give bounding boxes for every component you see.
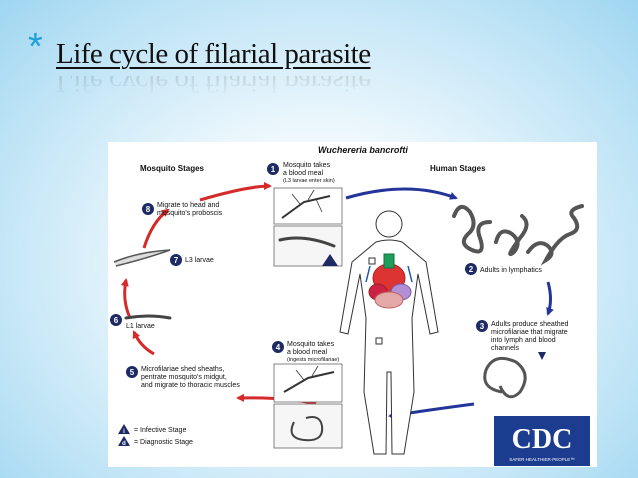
arrow-6-to-7 (120, 278, 132, 319)
l1-larva-illustration (124, 314, 172, 320)
step-5-line-3: and migrate to thoracic muscles (141, 382, 240, 389)
step-6: 6 L1 larvae (110, 314, 172, 330)
step-5: 5 Microfilariae shed sheaths, pentrate m… (126, 366, 240, 389)
step-3-number: 3 (480, 322, 485, 331)
step-8: 8 Migrate to head and mosquito's probosc… (142, 202, 223, 217)
step-2-number: 2 (469, 265, 474, 274)
larva-inset-image-top (273, 225, 343, 267)
step-3-line-1: Adults produce sheathed (491, 321, 569, 328)
step-3-line-3: into lymph and blood (491, 337, 556, 344)
step-7-number: 7 (174, 256, 179, 265)
microfilaria-inset-image-bottom (273, 403, 343, 449)
arrow-2-to-3 (546, 281, 554, 316)
human-stages-heading: Human Stages (430, 164, 486, 173)
slide-title-reflection: Life cycle of filarial parasite (56, 76, 371, 98)
step-8-number: 8 (146, 205, 151, 214)
step-5-line-2: pentrate mosquito's midgut, (141, 374, 227, 381)
l3-larva-illustration (113, 249, 171, 267)
step-5-number: 5 (130, 368, 135, 377)
step-3-line-4: channels (491, 345, 520, 352)
step-2: 2 Adults in lymphatics (465, 263, 542, 275)
microfilaria-illustration (483, 352, 546, 399)
step-1-number: 1 (271, 165, 276, 174)
cdc-logo: CDC SAFER·HEALTHIER·PEOPLE™ (494, 416, 590, 466)
legend: i = Infective Stage d = Diagnostic Stage (118, 424, 193, 447)
diagram-title: Wuchereria bancrofti (318, 145, 408, 155)
arrow-5-to-6 (132, 330, 155, 356)
diagnostic-stage-icon (538, 352, 546, 360)
legend-diagnostic-label: = Diagnostic Stage (134, 439, 193, 446)
human-body-illustration (339, 210, 439, 455)
step-8-line-2: mosquito's proboscis (157, 210, 223, 217)
step-1-line-3: (L3 larvae enter skin) (283, 178, 335, 184)
legend-infective-symbol: i (123, 429, 125, 435)
step-3-line-2: microfilariae that migrate (491, 329, 568, 336)
step-1: 1 Mosquito takes a blood meal (L3 larvae… (267, 162, 335, 184)
step-5-line-1: Microfilariae shed sheaths, (141, 366, 224, 373)
cdc-logo-tagline: SAFER·HEALTHIER·PEOPLE™ (509, 457, 574, 462)
mosquito-stages-heading: Mosquito Stages (140, 164, 205, 173)
step-7-line-1: L3 larvae (185, 257, 214, 264)
step-1-marker (267, 163, 279, 175)
adult-worms-illustration (452, 204, 584, 266)
arrow-8-to-1 (199, 182, 272, 202)
step-7: 7 L3 larvae (113, 249, 214, 267)
life-cycle-diagram: Wuchereria bancrofti Mosquito Stages Hum… (108, 142, 597, 467)
step-4: 4 Mosquito takes a blood meal (ingests m… (272, 341, 339, 363)
legend-diagnostic-symbol: d (122, 441, 126, 447)
step-4-line-2: a blood meal (287, 349, 328, 356)
arrow-1-to-2 (345, 187, 458, 200)
step-6-line-1: L1 larvae (126, 323, 155, 330)
step-2-line-1: Adults in lymphatics (480, 267, 542, 274)
step-6-number: 6 (114, 316, 119, 325)
step-4-number: 4 (276, 343, 281, 352)
step-3: 3 Adults produce sheathed microfilariae … (476, 320, 569, 352)
bullet-asterisk: * (28, 26, 43, 68)
arrow-7-to-8 (142, 208, 170, 249)
cdc-logo-text: CDC (512, 424, 573, 455)
legend-infective-label: = Infective Stage (134, 427, 186, 434)
slide-title: Life cycle of filarial parasite (56, 38, 371, 70)
step-1-line-1: Mosquito takes (283, 162, 331, 169)
step-8-line-1: Migrate to head and (157, 202, 219, 209)
step-4-line-1: Mosquito takes (287, 341, 335, 348)
step-1-line-2: a blood meal (283, 170, 324, 177)
step-4-line-3: (ingests microfilariae) (287, 357, 339, 363)
mosquito-feeding-image-bottom (273, 363, 343, 403)
mosquito-feeding-image-top (273, 187, 343, 225)
infective-stage-icon (322, 254, 338, 266)
